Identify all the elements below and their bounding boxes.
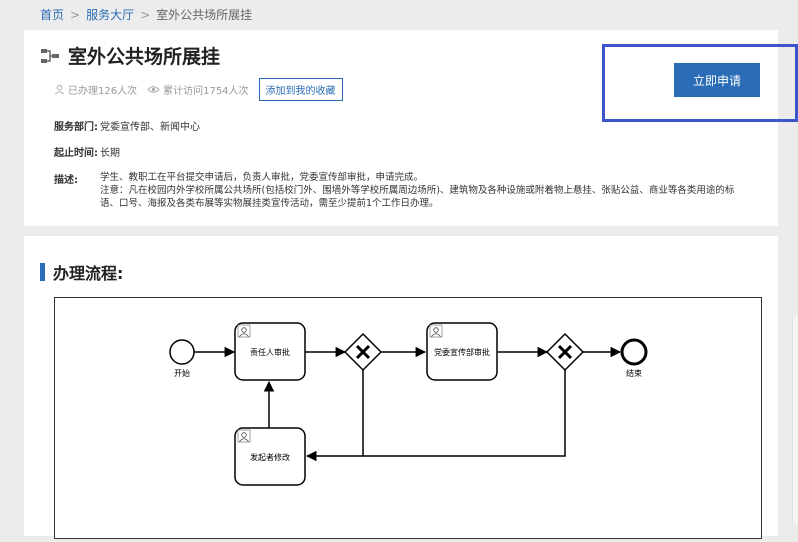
task-party-publicity-approval: 党委宣传部审批 (426, 322, 498, 381)
user-icon (237, 324, 251, 338)
description-label: 描述: (54, 175, 78, 186)
start-event (169, 339, 195, 365)
breadcrumb: 首页 > 服务大厅 > 室外公共场所展挂 (40, 6, 252, 23)
exclusive-gateway-1 (343, 332, 383, 372)
eye-icon (147, 86, 160, 93)
handled-count: 已办理126人次 (54, 82, 137, 97)
process-diagram: 开始 责任人审批 党委宣传部审批 (54, 297, 762, 539)
description-row: 描述: 学生、教职工在平台提交申请后，负责人审批，党委宣传部审批，申请完成。注意：… (54, 171, 740, 210)
section-marker (40, 263, 45, 281)
handled-count-text: 已办理126人次 (68, 86, 138, 97)
task-initiator-modify: 发起者修改 (234, 427, 306, 486)
user-icon (237, 429, 251, 443)
page-title: 室外公共场所展挂 (68, 46, 221, 68)
time-range-row: 起止时间:长期 (54, 144, 120, 159)
breadcrumb-service-hall[interactable]: 服务大厅 (86, 8, 135, 22)
description-line-2: 注意：凡在校园内外学校所属公共场所(包括校门外、围墙外等学校所属周边场所)、建筑… (100, 185, 735, 209)
process-section-title-text: 办理流程: (53, 264, 124, 283)
user-icon (429, 324, 443, 338)
service-department-value: 党委宣传部、新闻中心 (100, 122, 200, 133)
service-department-label: 服务部门: (54, 122, 98, 133)
breadcrumb-home[interactable]: 首页 (40, 8, 65, 22)
process-section-title: 办理流程: (40, 260, 123, 284)
breadcrumb-current: 室外公共场所展挂 (156, 8, 253, 22)
exclusive-gateway-2 (545, 332, 585, 372)
flow-edge-gateway2-task3 (305, 370, 566, 462)
title-row: 室外公共场所展挂 (40, 42, 220, 69)
apply-highlight-box (602, 44, 798, 122)
task-responsible-approval: 责任人审批 (234, 322, 306, 381)
end-event-label: 结束 (626, 368, 642, 378)
add-to-favorites-button[interactable]: 添加到我的收藏 (258, 78, 343, 101)
task-initiator-modify-label: 发起者修改 (250, 452, 290, 462)
time-range-value: 长期 (100, 148, 120, 159)
visit-count: 累计访问1754人次 (147, 82, 249, 97)
stats-row: 已办理126人次 累计访问1754人次 添加到我的收藏 (54, 78, 343, 101)
user-icon (55, 84, 64, 95)
task-party-publicity-approval-label: 党委宣传部审批 (434, 347, 490, 357)
scrollbar[interactable] (792, 315, 798, 525)
time-range-label: 起止时间: (54, 148, 98, 159)
end-event (620, 338, 648, 366)
breadcrumb-separator: > (70, 8, 81, 22)
service-department-row: 服务部门:党委宣传部、新闻中心 (54, 118, 200, 133)
description-line-1: 学生、教职工在平台提交申请后，负责人审批，党委宣传部审批，申请完成。 (100, 172, 424, 183)
start-event-label: 开始 (174, 368, 190, 378)
process-flow-icon (41, 48, 59, 63)
task-responsible-approval-label: 责任人审批 (250, 347, 290, 357)
visit-count-text: 累计访问1754人次 (163, 86, 249, 97)
breadcrumb-separator: > (140, 8, 151, 22)
apply-now-button[interactable]: 立即申请 (674, 63, 760, 97)
service-info-card: 室外公共场所展挂 已办理126人次 累计访问1754人次 添加到我的收藏 服务部… (24, 30, 778, 226)
description-text: 学生、教职工在平台提交申请后，负责人审批，党委宣传部审批，申请完成。注意：凡在校… (100, 171, 740, 210)
